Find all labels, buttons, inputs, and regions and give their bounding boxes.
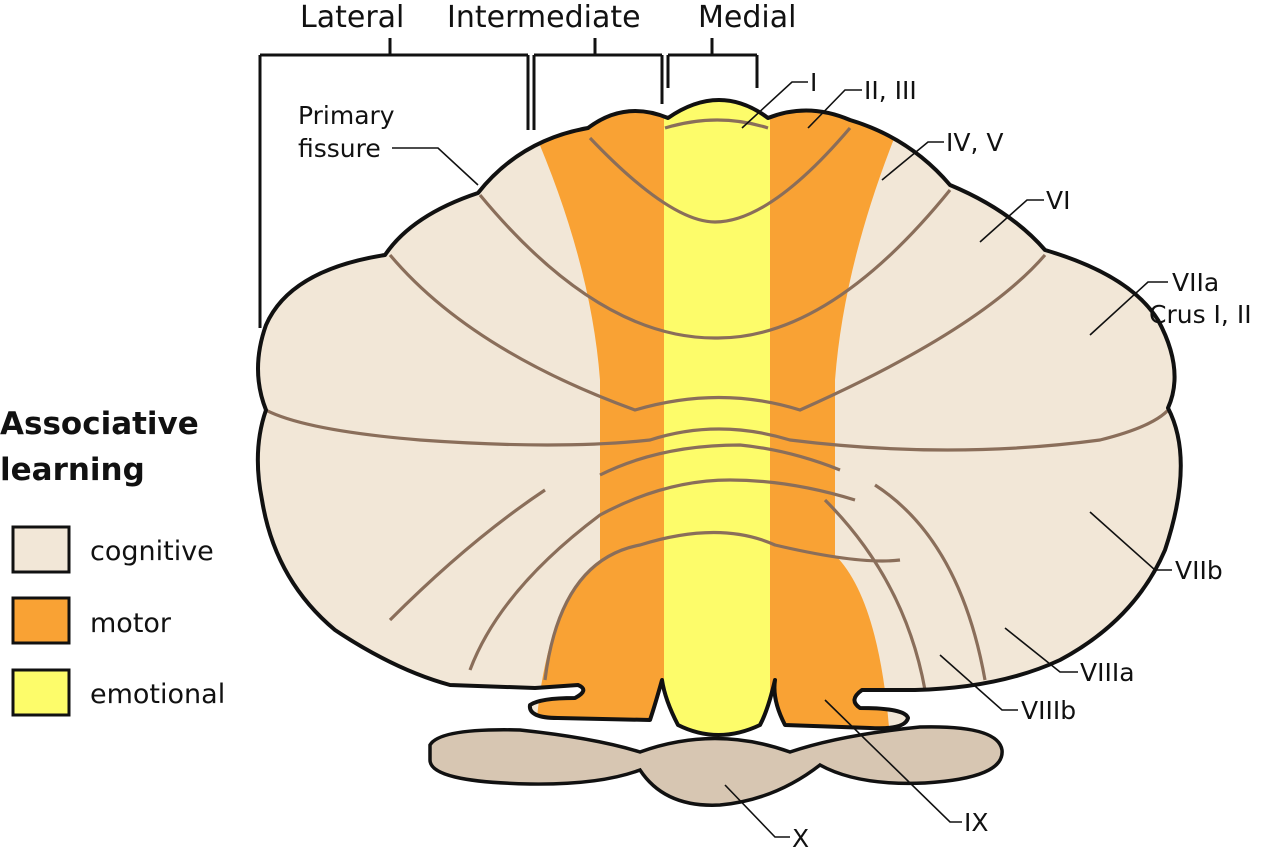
lobule-label-iv-v: IV, V — [946, 128, 1003, 157]
legend-title-line2: learning — [0, 452, 145, 488]
zone-brackets — [258, 38, 759, 328]
lobule-label-i: I — [810, 68, 817, 97]
lobule-label-vi: VI — [1046, 186, 1070, 215]
legend-swatch-emotional — [11, 668, 71, 717]
leader-lines — [392, 81, 1172, 838]
lobule-label-ii-iii: II, III — [864, 76, 917, 105]
zone-label-intermediate: Intermediate — [447, 0, 641, 35]
cerebellum-outline — [255, 98, 1183, 737]
primary-fissure-label-line2: fissure — [298, 134, 381, 163]
lobule-label-viiib: VIIIb — [1021, 696, 1076, 725]
legend-title-line1: Associative — [0, 406, 199, 442]
fissure-lines — [261, 118, 1174, 691]
legend-label-cognitive: cognitive — [90, 536, 214, 567]
legend-label-emotional: emotional — [90, 679, 225, 710]
zone-label-lateral: Lateral — [300, 0, 404, 35]
lobule-x-shape — [428, 725, 1004, 807]
lobule-label-viib: VIIb — [1175, 556, 1223, 585]
legend-swatch-motor — [11, 596, 71, 645]
legend: Associative learning cognitive motor emo… — [0, 406, 225, 717]
primary-fissure-label-line1: Primary — [298, 101, 395, 130]
lobule-label-viiia: VIIIa — [1080, 658, 1135, 687]
lobule-label-ix: IX — [964, 808, 989, 837]
motor-region-right — [770, 100, 910, 735]
lobule-label-viia: VIIa — [1172, 268, 1219, 297]
lobule-label-crus: Crus I, II — [1149, 300, 1252, 329]
emotional-region — [664, 100, 770, 735]
zone-label-medial: Medial — [698, 0, 796, 35]
motor-region-left — [520, 100, 664, 735]
legend-swatch-cognitive — [11, 525, 71, 574]
lobule-label-x: X — [792, 824, 809, 850]
legend-label-motor: motor — [90, 608, 172, 639]
